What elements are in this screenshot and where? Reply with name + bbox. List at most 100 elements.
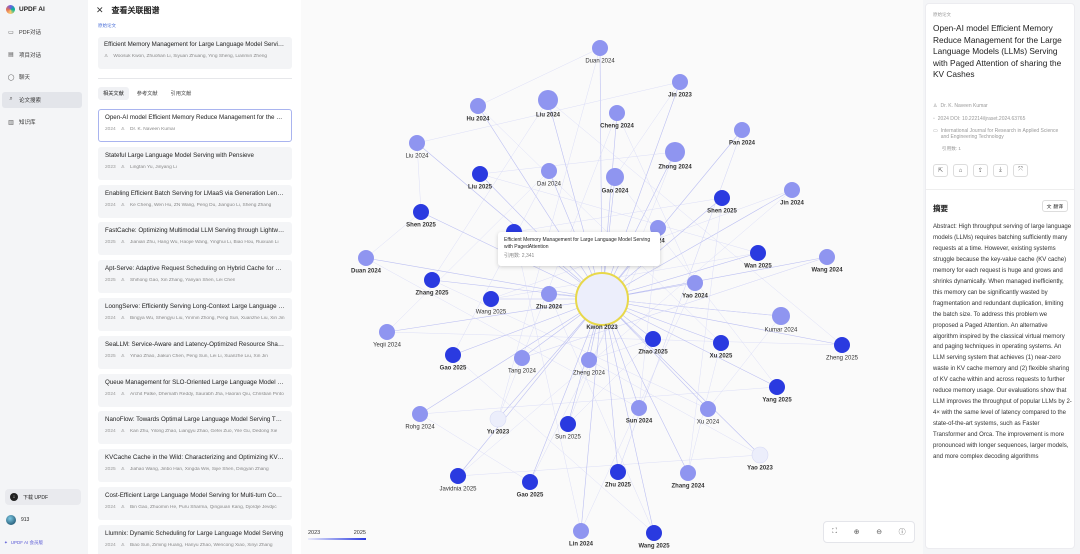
graph-node[interactable] [734, 122, 750, 138]
graph-node[interactable] [819, 249, 835, 265]
nav-item-chat[interactable]: ◯ 聊天 [2, 69, 82, 85]
download-updf-button[interactable]: ↓ 下载 UPDF [5, 489, 81, 505]
graph-node[interactable] [751, 446, 769, 464]
graph-node[interactable] [645, 331, 661, 347]
paper-year: 2024 [105, 542, 116, 548]
pro-membership[interactable]: ✦ UPDF AI 会员版 [4, 540, 43, 546]
graph-node[interactable] [470, 98, 486, 114]
graph-node[interactable] [483, 291, 499, 307]
tab-citations[interactable]: 引用文献 [170, 91, 192, 97]
graph-node[interactable] [665, 142, 685, 162]
graph-node[interactable] [713, 335, 729, 351]
share-icon[interactable]: ⇪ [973, 164, 988, 177]
list-item[interactable]: Apt-Serve: Adaptive Request Scheduling o… [98, 260, 292, 294]
tab-references[interactable]: 参考文献 [136, 91, 158, 97]
graph-node[interactable] [592, 40, 608, 56]
graph-node[interactable] [646, 525, 662, 541]
brand[interactable]: UPDF AI [6, 5, 45, 14]
graph-node[interactable] [573, 523, 589, 539]
graph-node[interactable] [541, 163, 557, 179]
list-item[interactable]: LoongServe: Efficiently Serving Long-Con… [98, 297, 292, 331]
user-profile[interactable]: 913 [6, 515, 29, 525]
graph-node[interactable] [560, 416, 576, 432]
graph-node[interactable] [412, 406, 428, 422]
paper-title: KVCache Cache in the Wild: Characterizin… [105, 454, 285, 462]
graph-icon[interactable]: ⤧ [1013, 164, 1028, 177]
graph-node[interactable] [606, 168, 624, 186]
list-item[interactable]: KVCache Cache in the Wild: Characterizin… [98, 449, 292, 483]
paper-year: 2025 [105, 240, 116, 246]
download-icon[interactable]: ⤓ [993, 164, 1008, 177]
graph-node-label: Duan 2024 [351, 269, 382, 275]
graph-node-label: Shen 2025 [406, 223, 436, 229]
graph-node[interactable] [522, 474, 538, 490]
graph-node[interactable] [672, 74, 688, 90]
graph-node[interactable] [409, 135, 425, 151]
author-icon: ♙ [120, 391, 125, 397]
graph-node[interactable] [609, 105, 625, 121]
library-icon[interactable]: ⌂ [953, 164, 968, 177]
graph-node[interactable] [424, 272, 440, 288]
list-item[interactable]: Enabling Efficient Batch Serving for LMa… [98, 184, 292, 218]
nav-item-pdf-chat[interactable]: ▭ PDF对话 [2, 24, 82, 40]
graph-node[interactable] [680, 465, 696, 481]
close-icon[interactable]: ✕ [96, 5, 104, 15]
author-icon: ♙ [104, 54, 109, 59]
graph-edge [431, 279, 709, 410]
graph-node[interactable] [541, 286, 557, 302]
graph-node[interactable] [358, 250, 374, 266]
current-paper-card[interactable]: Efficient Memory Management for Large La… [98, 37, 292, 69]
graph-node[interactable] [450, 468, 466, 484]
graph-node[interactable] [784, 182, 800, 198]
graph-node[interactable] [514, 350, 530, 366]
graph-node-label: Yao 2023 [747, 466, 773, 472]
graph-node[interactable] [700, 401, 716, 417]
nav-item-project-chat[interactable]: ▤ 项目对话 [2, 47, 82, 63]
graph-node[interactable] [379, 324, 395, 340]
graph-node[interactable] [445, 347, 461, 363]
graph-node[interactable] [714, 190, 730, 206]
graph-node[interactable] [772, 307, 790, 325]
graph-node[interactable] [769, 379, 785, 395]
author-icon: ♙ [120, 202, 125, 208]
divider [926, 189, 1074, 190]
list-item[interactable]: Queue Management for SLO-Oriented Large … [98, 373, 292, 407]
graph-node[interactable] [687, 275, 703, 291]
list-item[interactable]: SeaLLM: Service-Aware and Latency-Optimi… [98, 335, 292, 369]
graph-edge [548, 293, 655, 534]
paper-authors: Ke Cheng, Wen Hu, ZN Wang, Peng Du, Jian… [129, 202, 272, 208]
graph-node[interactable] [834, 337, 850, 353]
open-icon[interactable]: ⇱ [933, 164, 948, 177]
frame-icon[interactable]: ⛶ [832, 528, 838, 535]
list-item[interactable]: Cost-Efficient Large Language Model Serv… [98, 486, 292, 520]
graph-node[interactable] [538, 90, 558, 110]
graph-node[interactable] [472, 166, 488, 182]
graph-node[interactable] [610, 464, 626, 480]
graph-node-label: Zheng 2024 [573, 371, 606, 377]
list-item[interactable]: Open-AI model Efficient Memory Reduce Ma… [98, 109, 292, 142]
list-item[interactable]: FastCache: Optimizing Multimodal LLM Ser… [98, 222, 292, 256]
graph-toolbar: ⛶ ⊕ ⊖ ⓘ [823, 521, 915, 543]
graph-node-label: Wan 2025 [744, 264, 772, 270]
list-item[interactable]: Llumnix: Dynamic Scheduling for Large La… [98, 524, 292, 554]
translate-button[interactable]: 文 翻译 [1041, 200, 1068, 212]
zoom-in-icon[interactable]: ⊕ [853, 529, 860, 536]
list-item[interactable]: Stateful Large Language Model Serving wi… [98, 146, 292, 180]
graph-node[interactable] [631, 400, 647, 416]
tab-related[interactable]: 相关文献 [98, 87, 129, 100]
graph-node-label: Zhang 2024 [671, 484, 705, 490]
graph-node-label: Wang 2025 [638, 544, 670, 550]
help-icon[interactable]: ⓘ [898, 529, 906, 536]
zoom-out-icon[interactable]: ⊖ [876, 529, 883, 536]
graph-node[interactable] [750, 245, 766, 261]
graph-node-center[interactable] [575, 272, 629, 326]
graph-node[interactable] [581, 352, 597, 368]
nav-item-knowledge-base[interactable]: ▥ 知识库 [2, 114, 82, 130]
graph-node[interactable] [489, 410, 507, 428]
graph-node-label: Zhao 2025 [638, 350, 668, 356]
list-item[interactable]: NanoFlow: Towards Optimal Large Language… [98, 411, 292, 445]
graph-node[interactable] [413, 204, 429, 220]
nav-item-paper-search[interactable]: ⌕ 论文搜索 [2, 91, 82, 108]
